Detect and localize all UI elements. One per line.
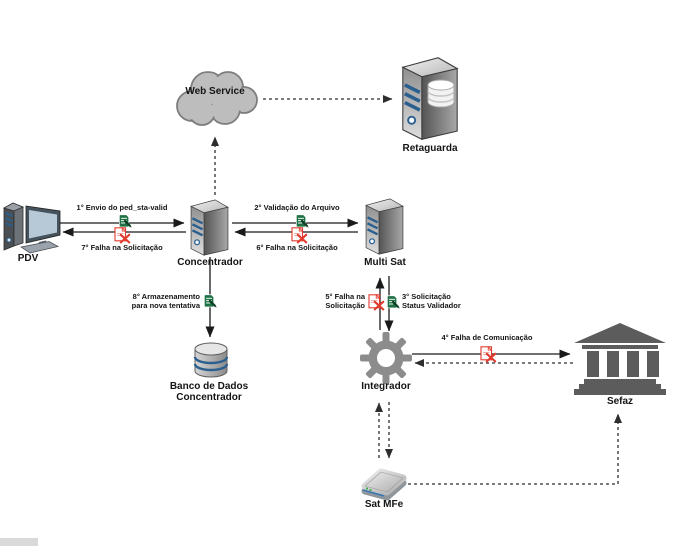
edge-8-label: 8° Armazenamento para nova tentativa bbox=[118, 292, 200, 310]
document-error-icon bbox=[290, 227, 308, 244]
document-error-icon bbox=[367, 294, 385, 311]
multisat-server-icon bbox=[364, 197, 405, 256]
satmfe-device-icon bbox=[361, 468, 407, 501]
edge-1-label: 1° Envio do ped_sta-valid bbox=[76, 203, 168, 212]
edge-6-label: 6° Falha na Solicitação bbox=[256, 243, 338, 252]
document-edit-icon bbox=[203, 294, 217, 309]
edge-3-label-line1: 3° Solicitação bbox=[402, 292, 451, 301]
web-service-cloud-icon bbox=[176, 71, 258, 126]
edge-8-label-line2: para nova tentativa bbox=[131, 300, 200, 310]
edge-2-label: 2° Validação do Arquivo bbox=[254, 203, 340, 212]
edge-4-label: 4° Falha de Comunicação bbox=[441, 333, 533, 342]
integrador-label: Integrador bbox=[361, 381, 411, 392]
edge-satmfe-sefaz-line bbox=[408, 413, 622, 485]
multisat-label: Multi Sat bbox=[364, 257, 406, 268]
edge-3-label-line2: Status Validador bbox=[402, 300, 461, 310]
sefaz-bank-icon bbox=[574, 323, 666, 395]
banco-label-line2: Concentrador bbox=[176, 392, 242, 403]
document-error-icon bbox=[479, 346, 497, 363]
integrador-gear-icon bbox=[360, 332, 412, 384]
satmfe-label: Sat MFe bbox=[364, 499, 404, 510]
document-error-icon bbox=[113, 227, 131, 244]
edge-5-label: 5° Falha na Solicitação bbox=[300, 292, 365, 310]
edge-3-label: 3° Solicitação Status Validador bbox=[402, 292, 482, 310]
pdv-label: PDV bbox=[17, 253, 39, 264]
concentrador-server-icon bbox=[189, 198, 230, 257]
edge-7-label: 7° Falha na Solicitação bbox=[81, 243, 163, 252]
document-edit-icon bbox=[386, 295, 400, 310]
retaguarda-database-icon bbox=[427, 79, 455, 108]
edge-8-label-line1: 8° Armazenamento bbox=[132, 292, 200, 301]
concentrador-label: Concentrador bbox=[177, 257, 243, 268]
web-service-label: Web Service bbox=[185, 86, 245, 97]
sefaz-label: Sefaz bbox=[606, 396, 634, 407]
window-edge-fragment bbox=[0, 538, 38, 546]
edge-5-label-line1: 5° Falha na bbox=[325, 292, 365, 301]
edge-5-label-line2: Solicitação bbox=[325, 300, 365, 310]
retaguarda-label: Retaguarda bbox=[402, 143, 458, 154]
pdv-computer-icon bbox=[2, 202, 61, 254]
banco-label-line1: Banco de Dados bbox=[169, 381, 249, 392]
database-icon bbox=[193, 342, 229, 378]
